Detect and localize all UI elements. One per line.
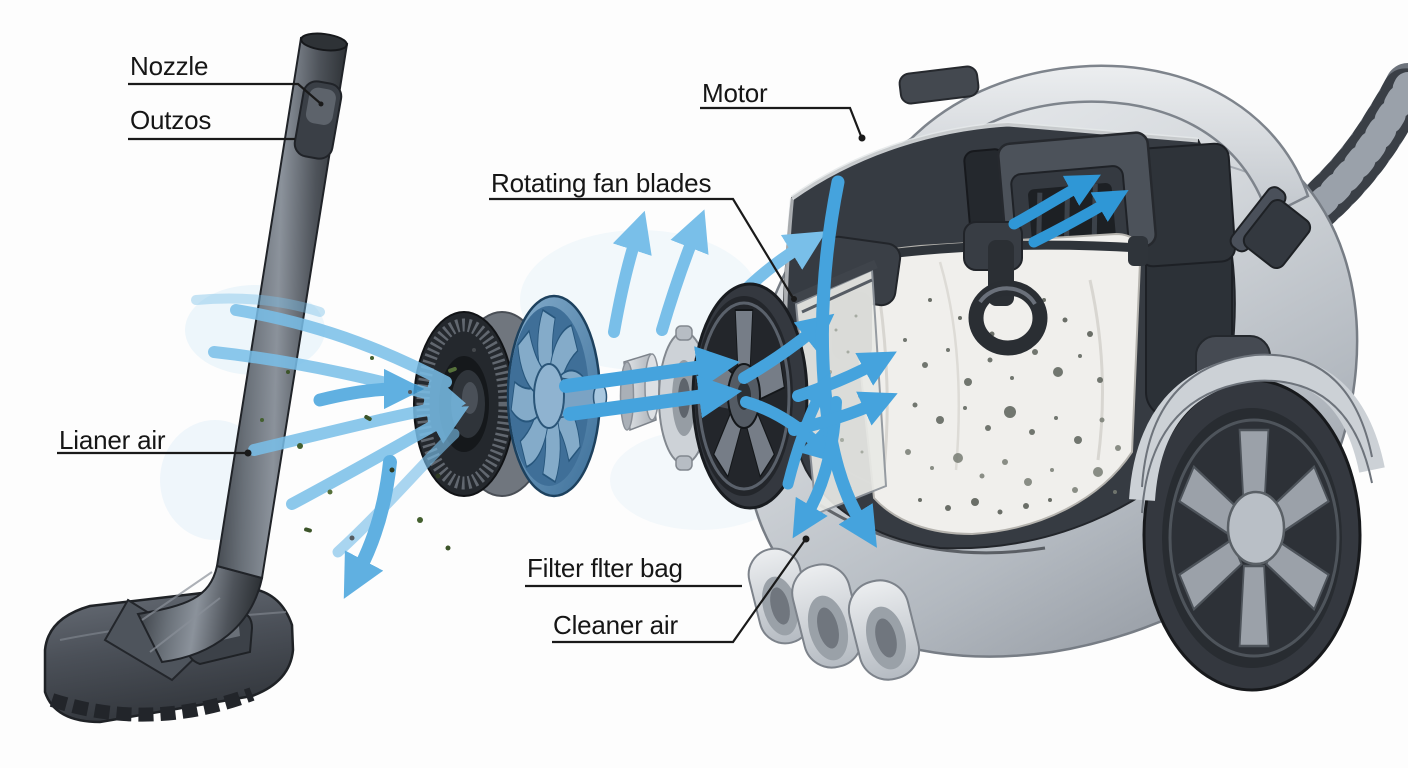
label-motor: Motor	[702, 78, 768, 108]
rear-wheel	[1129, 353, 1385, 692]
airflow-interior-arrows	[782, 174, 1129, 548]
airflow-streams-left	[191, 293, 470, 599]
pointer-lines	[57, 82, 863, 644]
label-rotating-fan-blades: Rotating fan blades	[491, 168, 712, 198]
airflow-axial-arrows	[559, 313, 840, 464]
label-lianer-air: Lianer air	[59, 425, 166, 455]
label-cleaner-air: Cleaner air	[553, 610, 678, 640]
fan-housing-wheel	[691, 282, 809, 510]
fan-rotor	[506, 294, 608, 498]
label-outzos: Outzos	[130, 105, 212, 135]
hose-cuff	[1229, 186, 1312, 270]
pointer-nozzle	[128, 82, 321, 104]
wheel-fender	[1129, 354, 1385, 502]
pointer-dots	[244, 101, 866, 543]
pointer-fan-blades	[489, 197, 794, 299]
pointer-cleaner-air	[552, 539, 806, 644]
label-nozzle: Nozzle	[130, 51, 209, 81]
caster-wheels	[747, 547, 921, 681]
debris-particles	[260, 348, 476, 551]
pointer-motor	[700, 106, 863, 137]
label-filter-bag: Filter flter bag	[527, 553, 683, 583]
handle-button	[898, 65, 980, 105]
wand-tube	[136, 32, 349, 664]
